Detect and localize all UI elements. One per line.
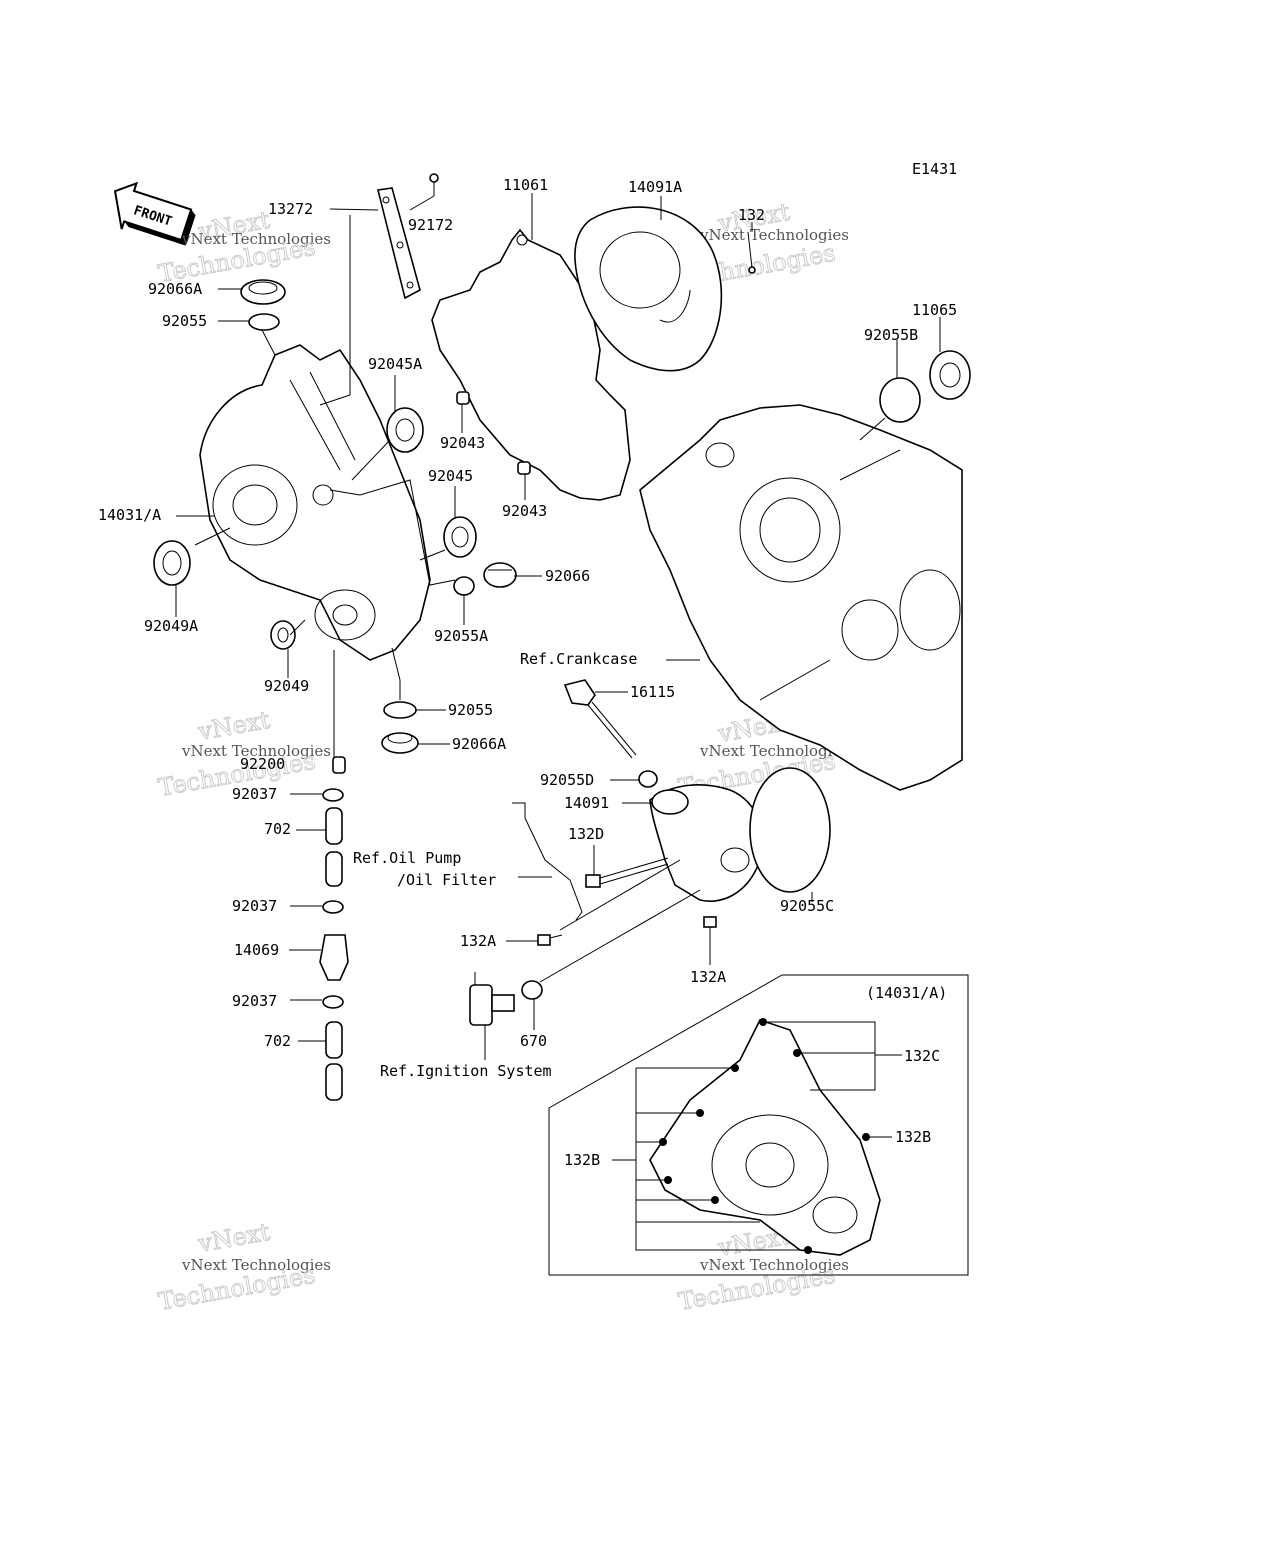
seal-92049A — [153, 540, 191, 586]
svg-text:vNext Technologies: vNext Technologies — [699, 742, 849, 760]
label-ref-crankcase: Ref.Crankcase — [520, 650, 637, 668]
svg-text:vNext Technologies: vNext Technologies — [181, 1256, 331, 1274]
label-92049: 92049 — [264, 677, 309, 695]
part-labels: 13272 92172 11061 14091A 132 92066A 9205… — [98, 176, 957, 1169]
inset-14031A — [548, 974, 969, 1276]
label-11065: 11065 — [912, 301, 957, 319]
ignition-sensor-ref — [469, 972, 515, 1026]
label-92037-a: 92037 — [232, 785, 277, 803]
cap-92066A-mid — [381, 732, 419, 754]
oring-92055-top — [248, 313, 280, 331]
bolt-132-top — [747, 231, 756, 274]
crankcase-ref — [639, 404, 963, 791]
oring-92055D — [638, 770, 658, 788]
label-inset-title: (14031/A) — [866, 984, 947, 1002]
bolt-92172 — [429, 173, 439, 196]
label-132D: 132D — [568, 825, 604, 843]
front-arrow-icon: FRONT — [113, 181, 196, 246]
label-ref-oilpump-1: Ref.Oil Pump — [353, 849, 461, 867]
label-16115: 16115 — [630, 683, 675, 701]
bracket-13272 — [377, 187, 421, 300]
dowel-92043-a — [456, 391, 470, 405]
plate-14091A — [574, 206, 723, 372]
leader-lines — [175, 193, 941, 1060]
label-92049A: 92049A — [144, 617, 198, 635]
gasket-11061 — [431, 228, 631, 501]
bolt-132A-left — [537, 934, 563, 946]
label-132B-right: 132B — [895, 1128, 931, 1146]
watermark-bottom-left: vNext vNext Technologies Technologies — [156, 1217, 331, 1316]
bolt-132D — [585, 857, 669, 888]
label-670: 670 — [520, 1032, 547, 1050]
watermark-bottom-right: vNext vNext Technologies Technologies — [676, 1221, 849, 1316]
dipstick-16115 — [563, 679, 637, 759]
label-ref-ignition: Ref.Ignition System — [380, 1062, 552, 1080]
label-92045A: 92045A — [368, 355, 422, 373]
label-92200: 92200 — [240, 755, 285, 773]
label-132: 132 — [738, 206, 765, 224]
crankcase-cover-14031A — [199, 344, 431, 661]
oring-92055-mid — [383, 701, 417, 719]
seal-11065 — [929, 350, 971, 400]
cover-14091 — [649, 784, 764, 902]
label-13272: 13272 — [268, 200, 313, 218]
label-ref-oilpump-2: /Oil Filter — [397, 871, 496, 889]
label-132C: 132C — [904, 1047, 940, 1065]
oring-92055C — [749, 767, 831, 893]
svg-text:vNext Technologies: vNext Technologies — [699, 226, 849, 244]
oring-670 — [521, 980, 543, 1000]
hose-assembly — [319, 756, 349, 1101]
oil-pipe-ref — [512, 802, 583, 921]
oring-92055B — [879, 377, 921, 423]
label-92043-b: 92043 — [502, 502, 547, 520]
label-92066A-top: 92066A — [148, 280, 202, 298]
svg-text:vNext Technologies: vNext Technologies — [181, 230, 331, 248]
label-92055-mid: 92055 — [448, 701, 493, 719]
label-14069: 14069 — [234, 941, 279, 959]
svg-text:vNext Technologies: vNext Technologies — [699, 1256, 849, 1274]
label-92037-b: 92037 — [232, 897, 277, 915]
label-92055C: 92055C — [780, 897, 834, 915]
label-14091A: 14091A — [628, 178, 682, 196]
seal-92049 — [270, 620, 296, 650]
label-92045: 92045 — [428, 467, 473, 485]
dowel-92043-b — [517, 461, 531, 475]
svg-text:vNext Technologies: vNext Technologies — [181, 742, 331, 760]
label-92055A: 92055A — [434, 627, 488, 645]
label-92037-c: 92037 — [232, 992, 277, 1010]
label-132B-left: 132B — [564, 1151, 600, 1169]
cap-92066 — [483, 562, 517, 588]
bearing-92045A — [386, 407, 424, 453]
svg-text:vNext: vNext — [195, 1218, 272, 1258]
svg-text:vNext: vNext — [195, 706, 272, 746]
label-92066: 92066 — [545, 567, 590, 585]
label-702-a: 702 — [264, 820, 291, 838]
label-14091: 14091 — [564, 794, 609, 812]
cap-92066A-top — [240, 279, 286, 305]
label-702-b: 702 — [264, 1032, 291, 1050]
label-132A-left: 132A — [460, 932, 496, 950]
bearing-92045 — [443, 516, 477, 558]
oring-92055A — [453, 576, 475, 596]
label-92055B: 92055B — [864, 326, 918, 344]
diagram-code: E1431 — [912, 160, 957, 178]
label-92043-a: 92043 — [440, 434, 485, 452]
label-92055D: 92055D — [540, 771, 594, 789]
label-92066A-mid: 92066A — [452, 735, 506, 753]
label-132A-right: 132A — [690, 968, 726, 986]
label-14031A: 14031/A — [98, 506, 161, 524]
label-92172: 92172 — [408, 216, 453, 234]
label-92055-top: 92055 — [162, 312, 207, 330]
bolt-132A-right — [703, 916, 717, 940]
label-11061: 11061 — [503, 176, 548, 194]
